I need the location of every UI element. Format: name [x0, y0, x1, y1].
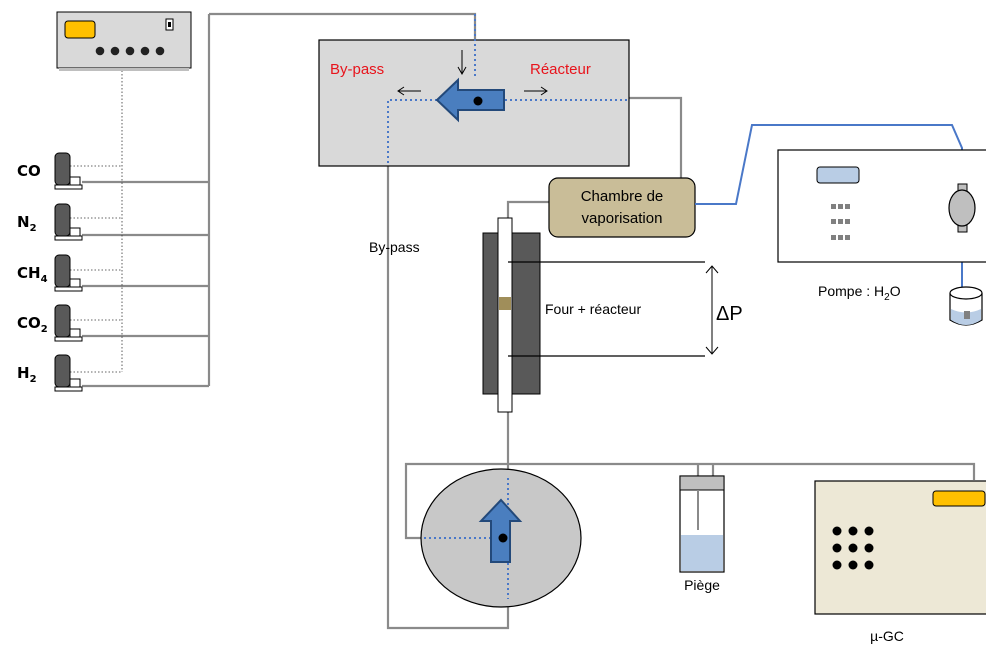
catalyst-bed: [499, 297, 511, 310]
mass-flow-controller-unit: [56, 11, 192, 71]
mass-flow-controller-icon: [54, 354, 71, 388]
valve-bypass-label: By-pass: [330, 61, 384, 78]
display-screen: [64, 20, 96, 39]
mass-flow-controller-icon: [54, 254, 71, 288]
valve-position-arrow-icon: [435, 77, 505, 123]
gas-row: CH4: [17, 254, 83, 292]
water-reservoir-icon: [949, 286, 983, 326]
pump-display: [816, 166, 860, 184]
reactor-pipes: [386, 96, 976, 630]
gas-label: CH4: [17, 264, 48, 285]
arrow-down-icon: [457, 50, 467, 76]
gas-label: CO: [17, 162, 41, 180]
trap: Piège: [679, 475, 725, 593]
gc-display: [932, 490, 986, 507]
gas-row: CO: [17, 152, 83, 190]
gc-label: µ-GC: [870, 628, 904, 644]
furnace-reactor-label: Four + réacteur: [545, 301, 641, 317]
bypass-label: By-pass: [369, 239, 420, 255]
gas-label: CO2: [17, 314, 48, 335]
reactor-tube: [497, 217, 513, 413]
gas-label: H2: [17, 364, 37, 385]
mass-flow-controller-icon: [54, 304, 71, 338]
pressure-drop-arrow-icon: [705, 265, 719, 355]
knob-icon: [95, 46, 105, 56]
pressure-drop-label: ΔP: [716, 303, 743, 325]
gas-pipes: [82, 12, 477, 388]
vaporisation-label-line2: vaporisation: [582, 210, 663, 227]
valve-position-arrow-icon: [478, 498, 523, 563]
gas-row: H2: [17, 354, 83, 392]
gas-row: CO2: [17, 304, 83, 342]
trap-cap: [679, 475, 725, 491]
switching-valve-box: By-pass Réacteur: [318, 14, 630, 167]
vaporisation-label-line1: Chambre de: [581, 188, 664, 205]
valve-reactor-label: Réacteur: [530, 61, 591, 78]
four-way-valve: [420, 468, 582, 608]
arrow-right-icon: [524, 86, 548, 96]
gas-label: N2: [17, 213, 37, 234]
mass-flow-controller-icon: [54, 152, 71, 186]
pump-label: Pompe : H2O: [818, 283, 901, 303]
gas-row: N2: [17, 203, 83, 241]
pump-head-icon: [948, 189, 976, 227]
furnace-reactor: Four + réacteur ΔP: [482, 217, 743, 413]
water-pump: Pompe : H2O: [777, 149, 986, 326]
vaporisation-chamber: Chambre de vaporisation: [548, 177, 696, 238]
mass-flow-controller-icon: [54, 203, 71, 237]
arrow-left-icon: [397, 86, 421, 96]
control-wires: [70, 46, 123, 373]
trap-label: Piège: [684, 577, 720, 593]
micro-gc: µ-GC: [814, 480, 986, 644]
